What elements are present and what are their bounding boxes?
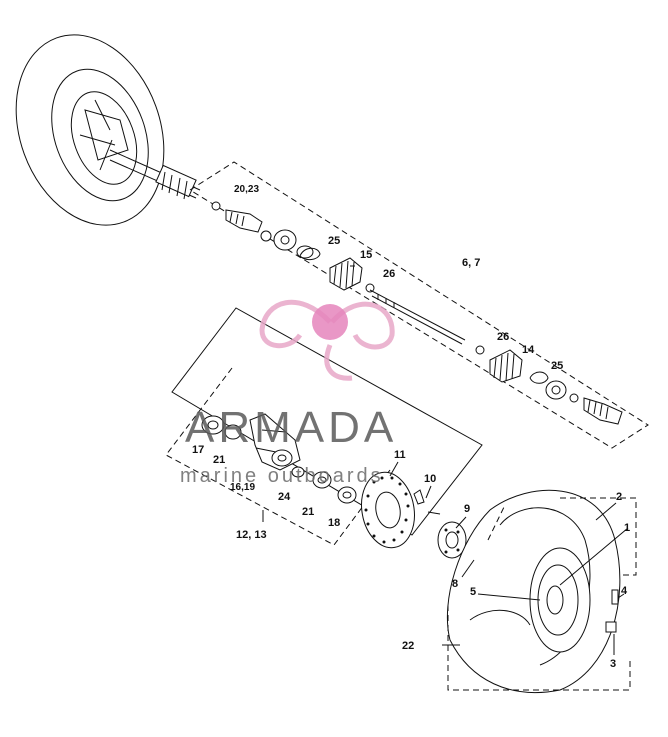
knuckle-parts [201, 413, 357, 504]
callout-22: 22 [402, 640, 414, 652]
callout-21-left: 21 [213, 454, 225, 466]
callout-11: 11 [394, 449, 406, 461]
drive-shaft-dashed-box [189, 161, 649, 449]
callout-26-lower: 26 [497, 331, 509, 343]
callout-2: 2 [616, 491, 622, 503]
callout-9: 9 [464, 503, 470, 515]
callout-24: 24 [278, 491, 291, 503]
callout-18: 18 [328, 517, 340, 529]
callout-1: 1 [624, 522, 630, 534]
watermark-brand: ARMADA [185, 403, 397, 452]
callout-5: 5 [470, 586, 476, 598]
callout-leaders [262, 265, 629, 655]
tire-brackets [447, 497, 637, 691]
knuckle-dashed-box [165, 367, 391, 546]
callout-21-right: 21 [302, 506, 314, 518]
drive-shaft-parts [211, 201, 623, 425]
callout-6-7: 6, 7 [462, 257, 480, 269]
callout-16-19: 16,19 [230, 482, 255, 493]
lower-tire-assembly [446, 489, 621, 694]
callout-14: 14 [522, 344, 535, 356]
callout-12-13: 12, 13 [236, 529, 267, 541]
callout-15: 15 [360, 249, 372, 261]
propeller-logo [259, 299, 395, 381]
callout-4: 4 [621, 585, 628, 597]
watermark-tagline: marine outboards [180, 465, 384, 487]
callout-25-upper: 25 [328, 235, 340, 247]
callout-26-upper: 26 [383, 268, 395, 280]
callout-8: 8 [452, 578, 458, 590]
callout-3: 3 [610, 658, 616, 670]
upper-tire-assembly [15, 34, 201, 226]
brake-disc [361, 471, 425, 549]
callout-10: 10 [424, 473, 436, 485]
callout-25-lower: 25 [551, 360, 563, 372]
knuckle-solid-box [171, 307, 483, 536]
callout-labels: 1 2 3 4 5 6, 7 8 9 10 11 12, 13 14 15 16… [192, 184, 630, 670]
callout-20-23: 20,23 [234, 184, 259, 195]
callout-17: 17 [192, 444, 204, 456]
armada-watermark: ARMADA marine outboards [180, 299, 397, 487]
